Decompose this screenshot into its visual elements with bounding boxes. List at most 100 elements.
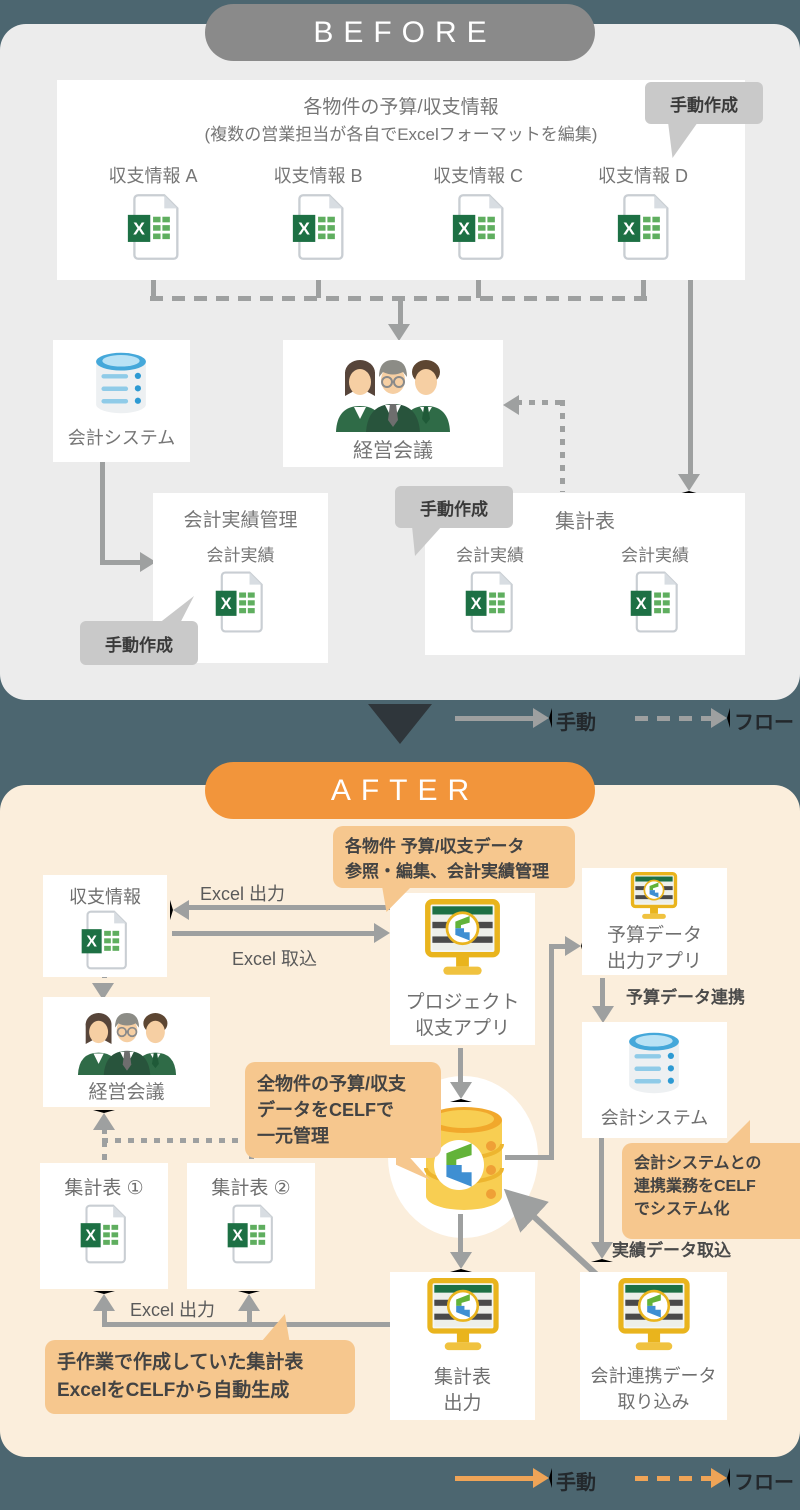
excel-file-icon: X xyxy=(80,909,130,971)
excel-file-icon: X xyxy=(616,192,672,262)
actual-mgmt-title: 会計実績管理 xyxy=(183,510,298,531)
callout-db: 全物件の予算/収支 データをCELFで 一元管理 xyxy=(245,1062,441,1158)
meeting-label: 経営会議 xyxy=(353,440,433,462)
accounting-system-box: 会計システム xyxy=(582,1022,727,1138)
project-app-box: プロジェクト 収支アプリ xyxy=(390,893,535,1045)
callout-line: 全物件の予算/収支 xyxy=(257,1074,407,1094)
before-pill: BEFORE xyxy=(205,4,595,61)
legend-manual-label: 手動 xyxy=(556,712,596,734)
celf-app-monitor-icon xyxy=(416,899,509,983)
project-app-label: プロジェクト xyxy=(405,992,520,1013)
legend-flow-label: フロー xyxy=(734,1472,794,1494)
project-app-label: 収支アプリ xyxy=(414,1018,510,1039)
actual-label: 会計実績 xyxy=(206,546,275,565)
file-c-label: 収支情報 C xyxy=(433,166,523,186)
source-box-title: 各物件の予算/収支情報 xyxy=(303,97,499,118)
summary-output-label: 出力 xyxy=(443,1393,482,1414)
excel-out-label: Excel 出力 xyxy=(200,884,286,904)
summary1-box: 集計表 ① X xyxy=(40,1163,168,1289)
meeting-label: 経営会議 xyxy=(88,1082,165,1103)
excel-file-icon: X xyxy=(214,569,266,635)
excel-file-icon: X xyxy=(291,192,347,262)
budget-app-label: 予算データ xyxy=(606,925,702,946)
file-d-label: 収支情報 D xyxy=(598,166,688,186)
svg-text:X: X xyxy=(623,218,635,238)
file-a-label: 収支情報 A xyxy=(108,166,198,186)
budget-app-box: 予算データ 出力アプリ xyxy=(582,868,727,975)
callout-line: 連携業務をCELF xyxy=(634,1178,756,1196)
svg-text:X: X xyxy=(471,595,482,613)
callout-line: でシステム化 xyxy=(634,1201,730,1219)
manual-bubble: 手動作成 xyxy=(645,82,763,124)
file-b-label: 収支情報 B xyxy=(273,166,363,186)
excel-file-icon: X xyxy=(79,1203,129,1265)
accounting-database-icon xyxy=(622,1028,686,1098)
excel-file-icon: X xyxy=(451,192,507,262)
budget-link-label: 予算データ連携 xyxy=(626,988,745,1007)
svg-text:X: X xyxy=(636,595,647,613)
income-info-box: 収支情報 X xyxy=(43,875,167,977)
manual-bubble-label: 手動作成 xyxy=(670,95,738,115)
callout-summary: 手作業で作成していた集計表 ExcelをCELFから自動生成 xyxy=(45,1340,355,1414)
svg-text:X: X xyxy=(458,218,470,238)
svg-text:X: X xyxy=(85,1228,96,1245)
callout-line: 手作業で作成していた集計表 xyxy=(57,1352,304,1373)
celf-app-monitor-icon xyxy=(610,1278,698,1358)
excel-file-icon: X xyxy=(126,192,182,262)
excel-file-icon: X xyxy=(226,1203,276,1265)
manual-bubble: 手動作成 xyxy=(80,621,198,665)
summary-output-box: 集計表 出力 xyxy=(390,1272,535,1420)
accounting-system-box: 会計システム xyxy=(53,340,190,462)
legend-flow-label: フロー xyxy=(734,712,794,734)
svg-text:X: X xyxy=(232,1228,243,1245)
accounting-database-icon xyxy=(89,348,153,418)
callout-line: 参照・編集、会計実績管理 xyxy=(345,861,549,881)
excel-in-label: Excel 取込 xyxy=(232,949,318,969)
legend-manual-label: 手動 xyxy=(556,1472,596,1494)
budget-app-label: 出力アプリ xyxy=(606,951,702,972)
diagonal-arrow xyxy=(503,1188,600,1278)
celf-database-icon xyxy=(414,1102,514,1214)
meeting-box: 経営会議 xyxy=(283,340,503,467)
callout-line: 各物件 予算/収支データ xyxy=(345,837,525,856)
svg-text:X: X xyxy=(133,218,145,238)
summary2-box: 集計表 ② X xyxy=(187,1163,315,1289)
celf-app-monitor-icon xyxy=(419,1278,507,1358)
actual-import-label: 実績データ取込 xyxy=(612,1241,731,1260)
section-divider-triangle xyxy=(368,704,432,744)
manual-bubble-label: 手動作成 xyxy=(105,635,173,655)
manual-bubble: 手動作成 xyxy=(395,486,513,528)
actual-label: 会計実績 xyxy=(456,546,524,565)
link-import-label: 会計連携データ xyxy=(590,1366,717,1386)
svg-text:X: X xyxy=(221,595,232,613)
svg-text:X: X xyxy=(86,934,97,951)
callout-project-app: 各物件 予算/収支データ 参照・編集、会計実績管理 xyxy=(333,826,575,888)
summary-title: 集計表 xyxy=(555,511,615,533)
svg-text:X: X xyxy=(298,218,310,238)
meeting-people-icon xyxy=(328,346,458,432)
income-info-label: 収支情報 xyxy=(69,887,141,907)
callout-line: 一元管理 xyxy=(257,1126,329,1147)
after-title: AFTER xyxy=(330,773,480,807)
excel-out-label: Excel 出力 xyxy=(130,1300,216,1320)
accounting-system-label: 会計システム xyxy=(600,1108,709,1128)
link-import-box: 会計連携データ 取り込み xyxy=(580,1272,727,1420)
source-box-subtitle: (複数の営業担当が各自でExcelフォーマットを編集) xyxy=(204,125,598,144)
summary-output-label: 集計表 xyxy=(433,1367,491,1388)
callout-line: データをCELFで xyxy=(257,1100,394,1121)
before-title: BEFORE xyxy=(313,15,497,49)
manual-bubble-label: 手動作成 xyxy=(420,499,488,519)
callout-line: ExcelをCELFから自動生成 xyxy=(57,1379,290,1401)
summary2-label: 集計表 ② xyxy=(211,1178,291,1199)
accounting-system-label: 会計システム xyxy=(67,428,176,448)
link-import-label: 取り込み xyxy=(617,1392,690,1412)
actual-label: 会計実績 xyxy=(621,546,689,565)
callout-line: 会計システムとの xyxy=(634,1155,762,1172)
meeting-people-icon xyxy=(68,1001,186,1075)
celf-app-monitor-icon xyxy=(618,872,690,924)
meeting-box: 経営会議 xyxy=(43,997,210,1107)
after-pill: AFTER xyxy=(205,762,595,819)
callout-accounting: 会計システムとの 連携業務をCELF でシステム化 xyxy=(622,1143,800,1239)
excel-file-icon: X xyxy=(464,569,516,635)
